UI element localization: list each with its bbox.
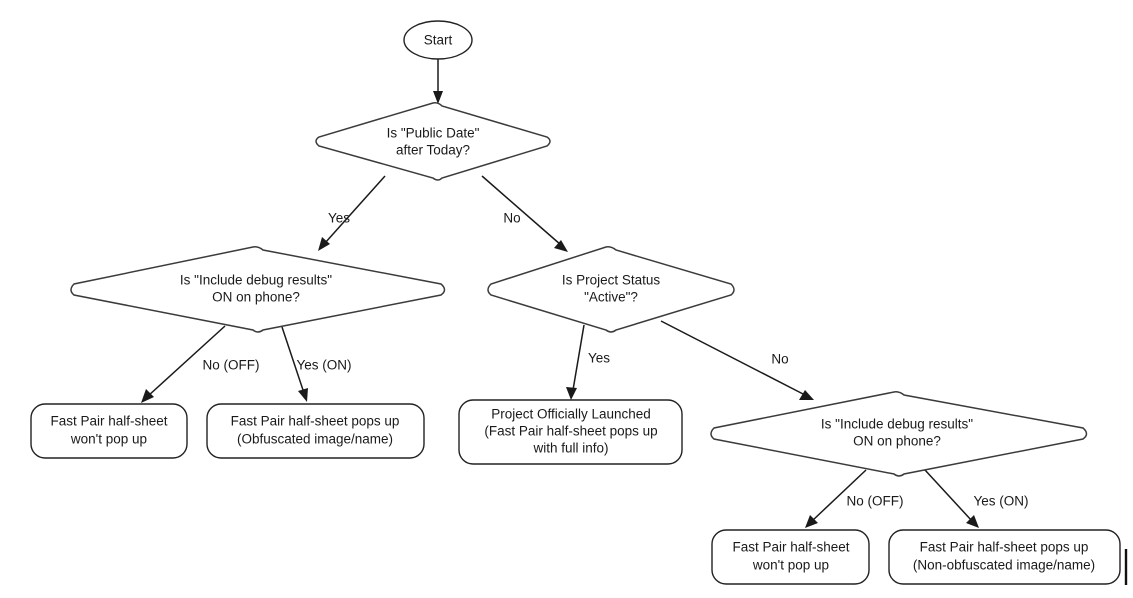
node-start-label: Start — [424, 33, 453, 48]
edge-label-no-off-left: No (OFF) — [203, 358, 260, 373]
node-terminal-no-popup-left-line-2: won't pop up — [70, 432, 147, 447]
node-decision-debug-right-line-2: ON on phone? — [853, 434, 941, 449]
node-terminal-no-popup-right[interactable]: Fast Pair half-sheet won't pop up — [711, 529, 870, 585]
edge-project-status-yes: Yes — [566, 324, 610, 400]
node-terminal-launched-line-2: (Fast Pair half-sheet pops up — [484, 424, 657, 439]
node-decision-debug-right-line-1: Is "Include debug results" — [821, 417, 973, 432]
edge-debug-right-no-off: No (OFF) — [805, 469, 904, 528]
node-terminal-obfuscated-line-1: Fast Pair half-sheet pops up — [231, 414, 400, 429]
node-decision-public-date-line-1: Is "Public Date" — [387, 126, 480, 141]
node-terminal-no-popup-left[interactable]: Fast Pair half-sheet won't pop up — [30, 403, 188, 459]
node-decision-debug-right[interactable]: Is "Include debug results" ON on phone? — [710, 391, 1088, 477]
node-decision-project-status[interactable]: Is Project Status "Active"? — [487, 246, 735, 333]
edge-label-no-public-date: No — [503, 211, 520, 226]
node-terminal-launched[interactable]: Project Officially Launched (Fast Pair h… — [458, 399, 683, 465]
edge-label-yes-on-right: Yes (ON) — [973, 494, 1028, 509]
edge-label-yes-public-date: Yes — [328, 211, 350, 226]
node-terminal-non-obfuscated-line-2: (Non-obfuscated image/name) — [913, 558, 1095, 573]
edge-debug-right-yes-on: Yes (ON) — [924, 469, 1029, 528]
node-decision-debug-left-line-2: ON on phone? — [212, 290, 300, 305]
node-decision-project-status-line-1: Is Project Status — [562, 273, 661, 288]
edge-project-status-no: No — [660, 320, 814, 400]
node-decision-public-date-line-2: after Today? — [396, 143, 470, 158]
node-terminal-no-popup-right-line-2: won't pop up — [752, 558, 829, 573]
node-start[interactable]: Start — [403, 20, 473, 60]
edge-public-date-no: No — [481, 175, 568, 252]
node-terminal-obfuscated[interactable]: Fast Pair half-sheet pops up (Obfuscated… — [206, 403, 425, 459]
node-decision-debug-left-line-1: Is "Include debug results" — [180, 273, 332, 288]
node-terminal-obfuscated-line-2: (Obfuscated image/name) — [237, 432, 393, 447]
edge-label-no-project-status: No — [771, 352, 788, 367]
node-terminal-non-obfuscated-line-1: Fast Pair half-sheet pops up — [920, 540, 1089, 555]
node-terminal-launched-line-3: with full info) — [532, 441, 608, 456]
node-terminal-no-popup-left-line-1: Fast Pair half-sheet — [50, 414, 167, 429]
edge-label-yes-project-status: Yes — [588, 351, 610, 366]
edge-debug-left-yes-on: Yes (ON) — [281, 326, 352, 402]
node-terminal-no-popup-right-line-1: Fast Pair half-sheet — [732, 540, 849, 555]
node-terminal-non-obfuscated[interactable]: Fast Pair half-sheet pops up (Non-obfusc… — [888, 529, 1121, 585]
edge-start-to-public-date — [433, 59, 443, 104]
node-decision-debug-left[interactable]: Is "Include debug results" ON on phone? — [70, 246, 446, 333]
node-terminal-launched-line-1: Project Officially Launched — [491, 407, 651, 422]
node-decision-public-date[interactable]: Is "Public Date" after Today? — [315, 102, 551, 181]
edge-label-no-off-right: No (OFF) — [847, 494, 904, 509]
node-decision-project-status-line-2: "Active"? — [584, 290, 638, 305]
edge-label-yes-on-left: Yes (ON) — [296, 358, 351, 373]
edge-public-date-yes: Yes — [318, 175, 386, 251]
edge-debug-left-no-off: No (OFF) — [141, 325, 260, 403]
